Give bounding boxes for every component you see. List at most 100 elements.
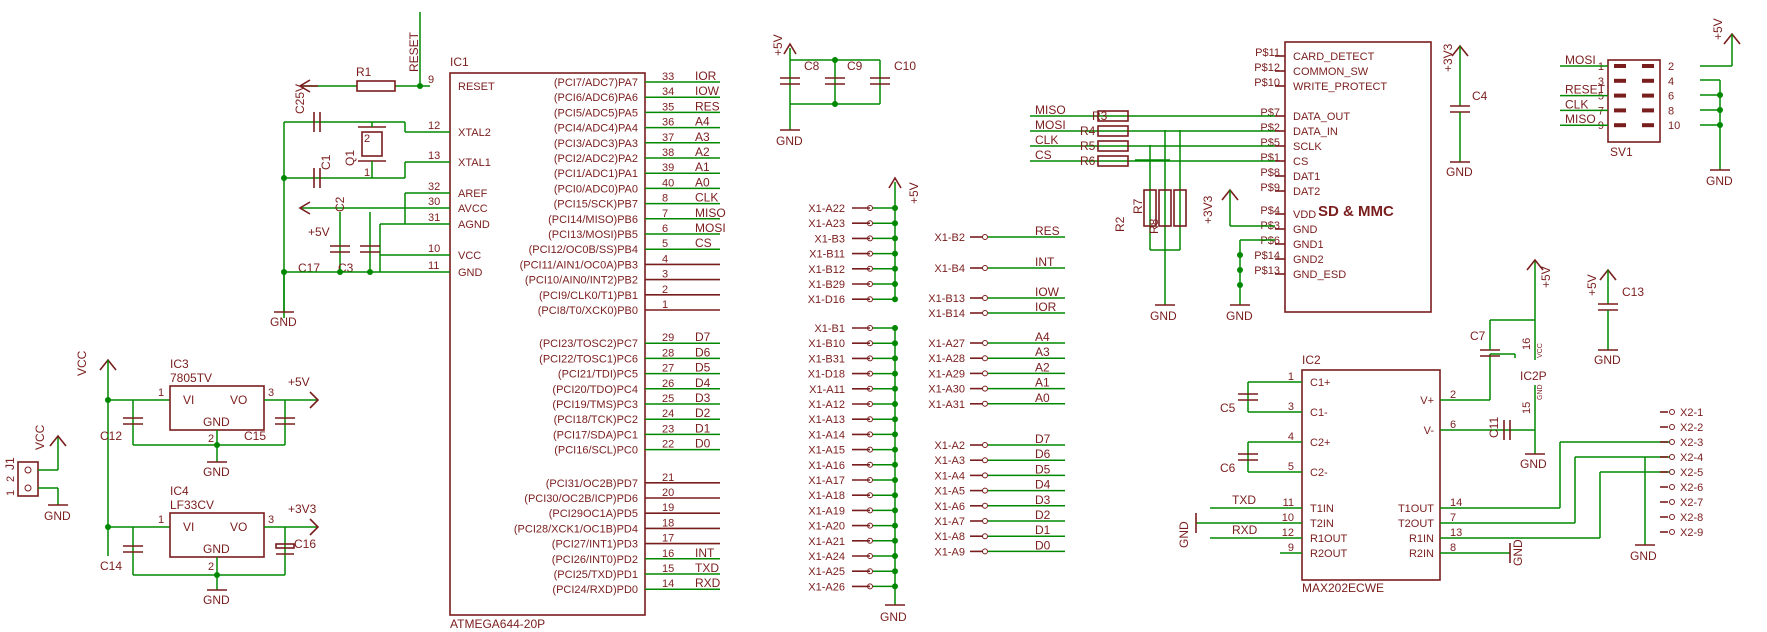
- ic1-net-label: D6: [695, 345, 711, 359]
- sd-pin-number: P$11: [1255, 47, 1280, 59]
- ic1-net-label: A0: [695, 175, 710, 189]
- x1-right-net-label: IOW: [1035, 285, 1060, 299]
- ic1-right-pin-label: (PCI23/TOSC2)PC7: [539, 338, 638, 350]
- ic2-left-pin-label: C1+: [1310, 377, 1331, 389]
- ic1-right-pin-number: 19: [662, 502, 674, 514]
- r5-label: R5: [1080, 139, 1096, 153]
- ic4-gnd: GND: [203, 542, 230, 556]
- x2-pin-label: X2-1: [1680, 407, 1703, 419]
- sd-pin-label: GND1: [1293, 239, 1324, 251]
- ic2-left-pin-number: 4: [1288, 431, 1294, 443]
- ic2p-vcc-label: VCC: [1537, 343, 1544, 358]
- x2-pin-label: X2-2: [1680, 422, 1703, 434]
- ic3-pin2: 2: [208, 433, 214, 445]
- c15-label: C15: [244, 429, 266, 443]
- q1-pin1: 1: [364, 167, 370, 179]
- ic1-right-pin-number: 15: [662, 563, 674, 575]
- ic1-atmega644: IC1 ATMEGA644-20P RESET9XTAL212XTAL113AR…: [428, 55, 726, 631]
- ic1-right-pin-label: (PCI28/XCK1/OC1B)PD4: [514, 523, 638, 535]
- ic4-value: LF33CV: [170, 498, 214, 512]
- sv1-right-pin-number: 10: [1668, 120, 1680, 132]
- sd-pin-number: P$5: [1260, 137, 1280, 149]
- ic1-right-pin-number: 16: [662, 548, 674, 560]
- x1-right-net-label: A2: [1035, 360, 1050, 374]
- ic2-right-pin-label: R2IN: [1409, 548, 1434, 560]
- vcc-label-reg: VCC: [75, 350, 89, 376]
- x1-right-net-label: D7: [1035, 432, 1051, 446]
- ic2-left-pin-label: R2OUT: [1310, 548, 1348, 560]
- q1-pin2: 2: [364, 133, 370, 145]
- gnd-label-sv1: GND: [1706, 174, 1733, 188]
- sd-pin-label: GND2: [1293, 254, 1324, 266]
- ic2-right-pin-label: V-: [1424, 425, 1435, 437]
- ic3-vo: VO: [230, 393, 247, 407]
- x1-right-net-label: A3: [1035, 345, 1050, 359]
- ic1-net-label: D7: [695, 330, 711, 344]
- x1-right-net-label: A1: [1035, 376, 1050, 390]
- j1-pin1: 1: [5, 490, 17, 496]
- c17-label: C17: [298, 261, 320, 275]
- sd-pin-label: DAT2: [1293, 186, 1320, 198]
- sv1-net-label: RESET: [1565, 83, 1606, 97]
- ic1-net-label: CLK: [695, 191, 718, 205]
- r3-label: R3: [1092, 109, 1108, 123]
- x1-pin-label: X1-B3: [814, 233, 845, 245]
- plus5v-label-sv1: +5V: [1711, 18, 1725, 40]
- x1-right-pin-label: X1-A31: [928, 399, 965, 411]
- ic2-left-pin-label: T2IN: [1310, 518, 1334, 530]
- gnd-label-c4: GND: [1446, 165, 1473, 179]
- x1-pin-label: X1-A21: [808, 536, 845, 548]
- ic1-right-pin-label: (PCI12/OC0B/SS)PB4: [529, 244, 638, 256]
- j1-label: J1: [3, 457, 17, 470]
- x1-left-bottom-pins: X1-B1X1-B10X1-B31X1-D18X1-A11X1-A12X1-A1…: [808, 323, 898, 593]
- ic3-pin3: 3: [268, 387, 274, 399]
- x1-pin-label: X1-A18: [808, 490, 845, 502]
- sv1-left-pin-number: 5: [1598, 91, 1604, 103]
- sd-body: [1284, 41, 1432, 313]
- ic1-right-pin-number: 26: [662, 378, 674, 390]
- x1-right-pin-label: X1-A29: [928, 368, 965, 380]
- x1-right-pin-label: X1-A2: [934, 440, 965, 452]
- sd-pin-label: DATA_IN: [1293, 126, 1338, 138]
- ic1-net-label: D1: [695, 421, 711, 435]
- x1-pin-label: X1-B29: [808, 279, 845, 291]
- ic1-right-pin-label: (PCI24/RXD)PD0: [552, 584, 638, 596]
- ic1-right-pin-number: 5: [662, 238, 668, 250]
- x1-pin-label: X1-B11: [809, 249, 845, 261]
- x1-pin-label: X1-A15: [808, 445, 845, 457]
- r8-label: R8: [1147, 218, 1161, 234]
- sv1-right-pin-number: 8: [1668, 105, 1674, 117]
- ic2-max202: IC2 MAX202ECWE C1+1C1-3C2+4C2-5T1IN11T2I…: [1177, 258, 1670, 595]
- sv1-left-pin-number: 7: [1598, 105, 1604, 117]
- x1-right-pin-label: X1-A4: [934, 470, 965, 482]
- ic3-name: IC3: [170, 357, 189, 371]
- ic4-pin3: 3: [268, 514, 274, 526]
- c13-label: C13: [1622, 285, 1644, 299]
- ic1-left-pin-number: 13: [428, 150, 440, 162]
- ic2-right-pin-label: T1OUT: [1398, 503, 1434, 515]
- ic1-right-pin-number: 8: [662, 193, 668, 205]
- ic2-txd-net: TXD: [1232, 493, 1256, 507]
- ic1-left-pin-label: AGND: [458, 219, 490, 231]
- ic2-left-pin-number: 1: [1288, 371, 1294, 383]
- ic1-left-pin-label: XTAL1: [458, 157, 491, 169]
- ic2-left-pin-label: R1OUT: [1310, 533, 1348, 545]
- ic1-right-pin-label: (PCI29OC1A)PD5: [549, 508, 638, 520]
- ic1-right-pin-label: (PCI13/MOSI)PB5: [548, 229, 638, 241]
- ic2-right-pin-number: 6: [1450, 419, 1456, 431]
- ic1-left-pin-label: RESET: [458, 81, 495, 93]
- ic1-value: ATMEGA644-20P: [450, 617, 545, 631]
- ic1-net-label: INT: [695, 546, 715, 560]
- x1-pin-label: X1-A13: [808, 414, 845, 426]
- ic2-left-pin-label: C2-: [1310, 467, 1328, 479]
- x2-pin-label: X2-9: [1680, 527, 1703, 539]
- sd-net-label: CLK: [1035, 133, 1058, 147]
- ic2-left-pin-number: 12: [1282, 527, 1294, 539]
- sv1-body: [1607, 59, 1661, 143]
- x1-pin-label: X1-B31: [808, 353, 845, 365]
- x2-connector: X2-1X2-2X2-3X2-4X2-5X2-6X2-7X2-8X2-9 GND: [1630, 407, 1703, 563]
- vcc-label-j1: VCC: [33, 424, 47, 450]
- ic2-left-pin-label: C1-: [1310, 407, 1328, 419]
- ic2-left-pin-number: 10: [1282, 512, 1294, 524]
- gnd-label-x2: GND: [1630, 549, 1657, 563]
